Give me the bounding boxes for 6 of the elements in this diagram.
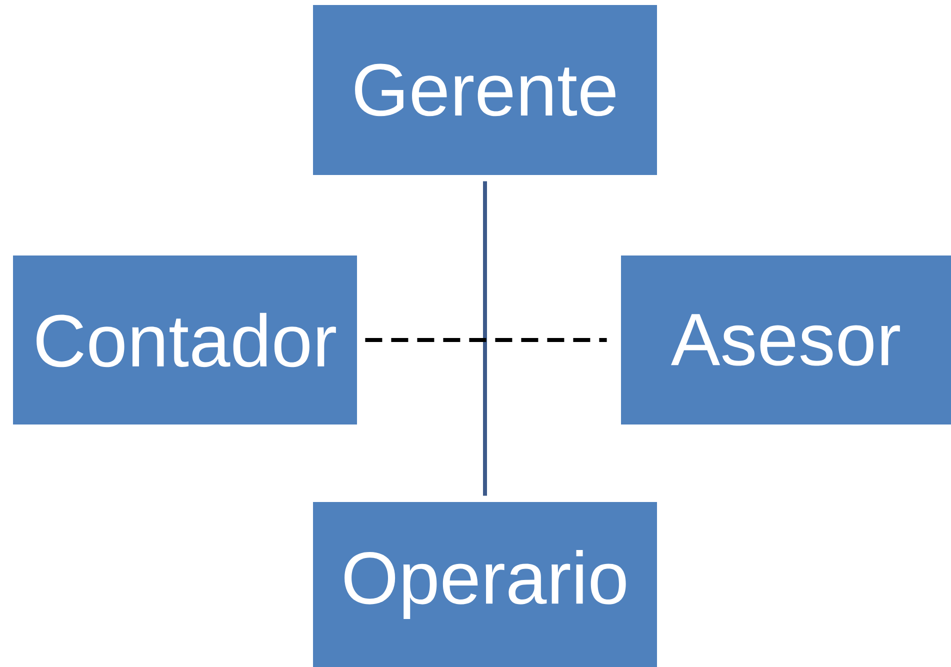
role-box: Gerente <box>313 5 657 175</box>
role-box: Contador <box>13 256 357 424</box>
connector-line <box>365 338 607 342</box>
connector-line <box>483 181 487 496</box>
role-box: Operario <box>313 502 657 667</box>
role-box: Asesor <box>621 256 951 424</box>
